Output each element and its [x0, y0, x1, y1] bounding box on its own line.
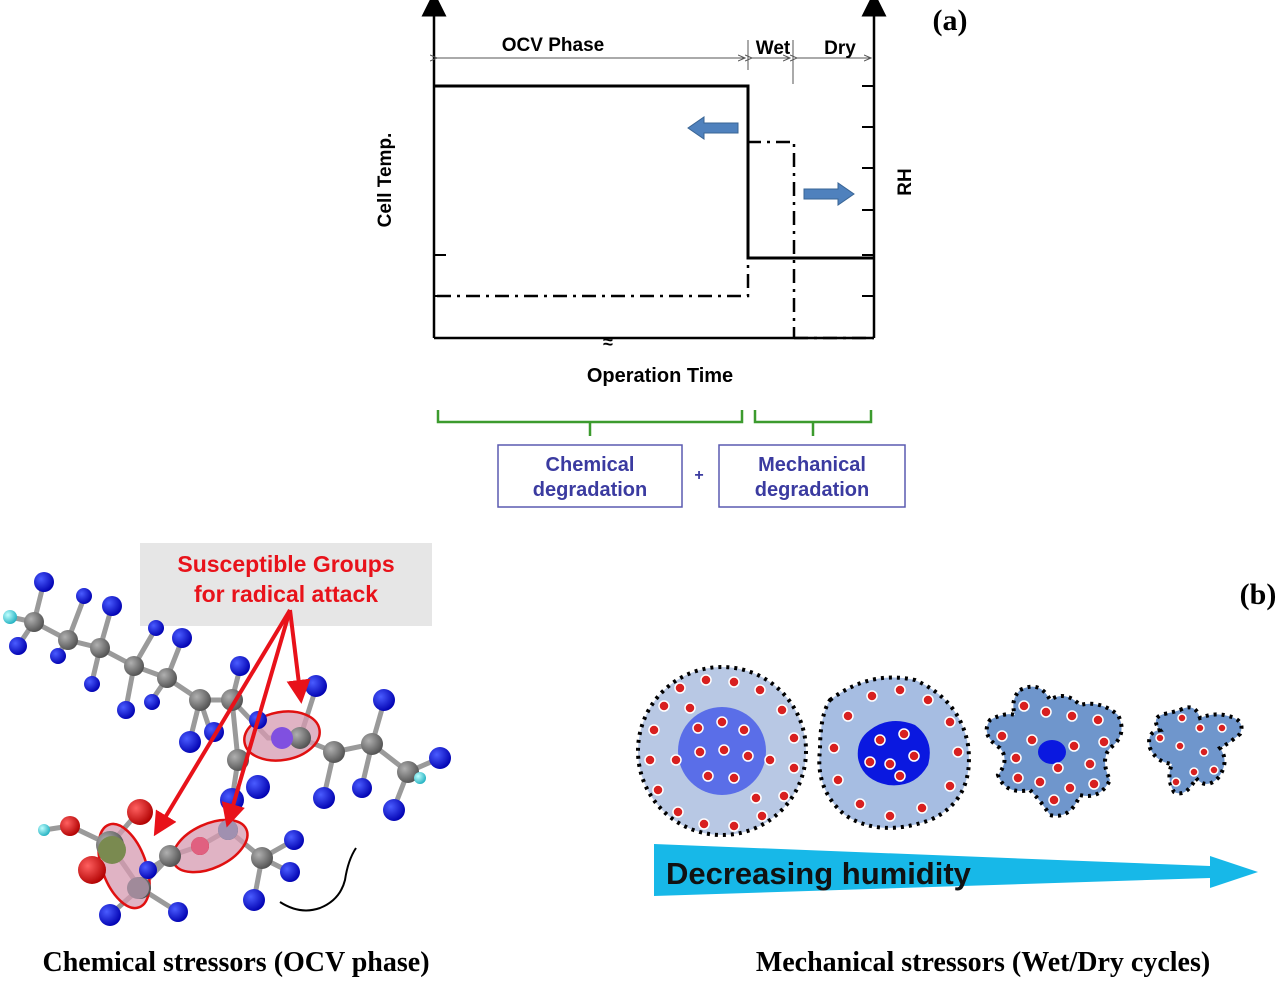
caption-chemical-stressors: Chemical stressors (OCV phase) — [42, 947, 429, 978]
left-arrow-icon — [687, 116, 739, 140]
ocv-phase-label: OCV Phase — [502, 35, 604, 56]
wet-phase-label: Wet — [756, 38, 791, 59]
plus-sign: + — [694, 467, 703, 484]
chemical-brace — [436, 410, 744, 436]
axis-break-mark: ≈ — [603, 332, 613, 352]
chemical-box-line2: degradation — [533, 479, 647, 501]
molecule-illustration: Susceptible Groups for radical attack — [3, 543, 451, 926]
mechanical-degradation-box — [718, 444, 906, 508]
side-chain-brace — [279, 847, 357, 912]
right-ticks — [862, 85, 874, 297]
cluster-partially-dry — [817, 675, 971, 830]
mechanical-box-line1: Mechanical — [758, 454, 866, 476]
operation-time-label: Operation Time — [587, 365, 733, 387]
cell-temp-axis-label: Cell Temp. — [375, 133, 396, 228]
humidity-label: Decreasing humidity — [666, 856, 972, 891]
callout-box — [140, 543, 432, 626]
callout-arrows — [153, 608, 311, 837]
panel-a-label: (a) — [933, 4, 968, 37]
susceptible-group-3 — [171, 818, 249, 874]
panel-b-label: (b) — [1240, 578, 1277, 611]
chemical-box-line1: Chemical — [546, 454, 635, 476]
humidity-gradient-arrow — [654, 844, 1258, 896]
mechanical-brace — [753, 410, 873, 436]
right-arrow-icon — [803, 182, 855, 206]
left-ticks — [434, 254, 446, 297]
panel-a-chart: OCV Phase Wet Dry (a) Cell Temp. RH ≈ Op… — [375, 0, 968, 508]
caption-mechanical-stressors: Mechanical stressors (Wet/Dry cycles) — [756, 947, 1210, 978]
rh-line — [437, 140, 796, 338]
mechanical-box-line2: degradation — [755, 479, 869, 501]
water-molecules — [644, 674, 1227, 832]
atoms — [3, 572, 451, 926]
cell-temp-line — [434, 84, 874, 260]
rh-axis-label: RH — [895, 168, 916, 195]
callout-line2: for radical attack — [194, 581, 378, 607]
cluster-dry — [984, 684, 1124, 818]
water-clusters: (b) — [636, 578, 1277, 896]
cluster-very-dry — [1147, 705, 1244, 796]
dry-phase-label: Dry — [824, 38, 856, 59]
chemical-degradation-box — [497, 444, 683, 508]
callout-line1: Susceptible Groups — [177, 551, 394, 577]
